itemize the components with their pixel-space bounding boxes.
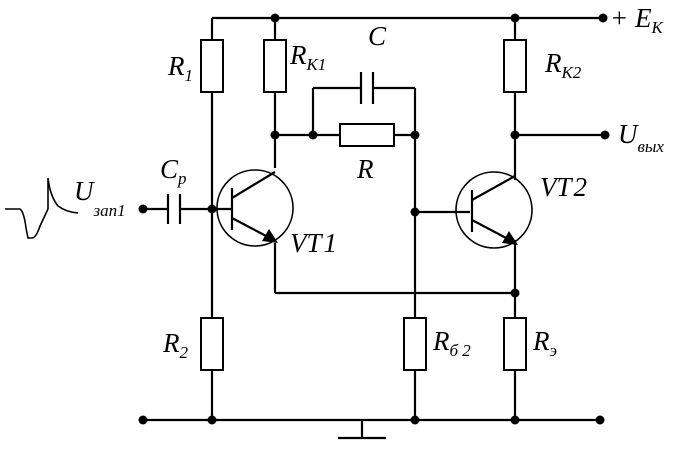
label-r1: R1 bbox=[167, 51, 193, 85]
label-uout: Uвых bbox=[618, 119, 664, 156]
resistor-r1 bbox=[200, 39, 224, 93]
input-pulse-waveform bbox=[5, 177, 79, 239]
label-r2: R2 bbox=[162, 328, 189, 362]
label-re: Rэ bbox=[532, 326, 557, 360]
label-rk2: RК2 bbox=[544, 48, 582, 82]
resistor-rk1 bbox=[263, 39, 287, 93]
transistor-vt1 bbox=[216, 169, 294, 247]
label-r: R bbox=[356, 154, 374, 184]
transistor-vt2 bbox=[455, 171, 533, 249]
label-vt1: VT1 bbox=[290, 228, 337, 258]
resistor-r2 bbox=[200, 317, 224, 371]
label-ek: + EК bbox=[610, 3, 664, 37]
label-cp: Cр bbox=[160, 154, 187, 188]
capacitor-cp bbox=[166, 194, 182, 224]
resistor-rb2 bbox=[403, 317, 427, 371]
junction-dots bbox=[138, 13, 610, 425]
resistor-rk2 bbox=[503, 39, 527, 93]
wiring bbox=[143, 16, 605, 440]
resistor-r bbox=[339, 123, 395, 147]
label-rb2: Rб 2 bbox=[432, 326, 471, 360]
label-vt2: VT2 bbox=[540, 172, 587, 202]
label-uin: Uзап1 bbox=[74, 176, 126, 220]
resistor-re bbox=[503, 317, 527, 371]
label-rk1: RК1 bbox=[289, 40, 326, 74]
label-c: C bbox=[368, 21, 387, 51]
capacitor-c bbox=[359, 72, 375, 104]
